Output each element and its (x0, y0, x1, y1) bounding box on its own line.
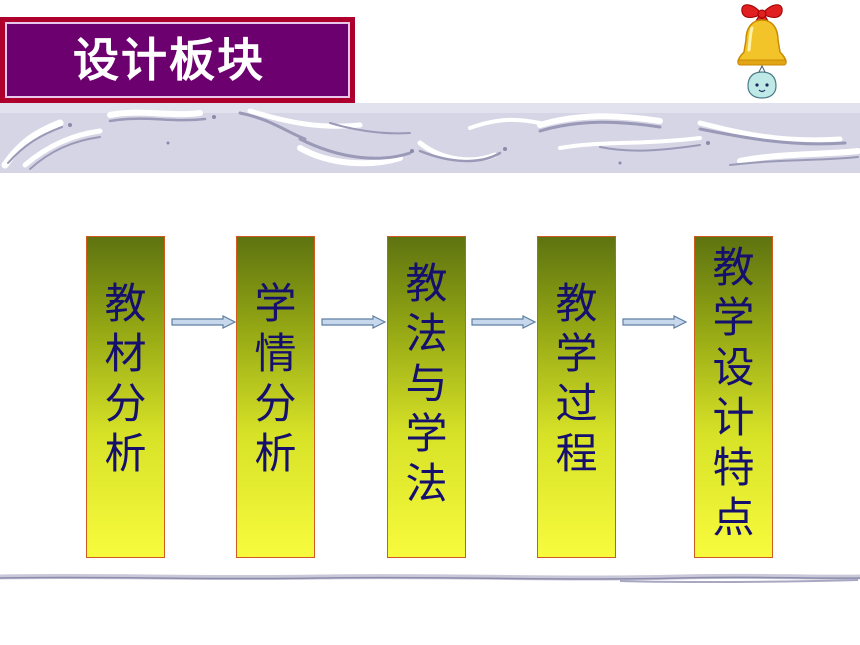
page-title: 设计板块 (73, 33, 265, 87)
flow-box-textbook-analysis: 教材分析 (86, 236, 165, 558)
title-box: 设计板块 (0, 17, 355, 103)
flow-box-char: 点 (712, 493, 755, 542)
flow-box-char: 过 (555, 379, 598, 428)
flow-box-label: 学情分析 (237, 279, 314, 479)
arrow-right-icon (471, 315, 537, 329)
flow-box-label: 教学过程 (538, 279, 615, 479)
flow-box-char: 法 (405, 459, 448, 508)
title-panel: 设计板块 (5, 22, 350, 98)
flow-box-char: 学 (555, 329, 598, 378)
flow-box-label: 教学设计特点 (695, 243, 772, 543)
ghost-icon (747, 64, 777, 99)
flow-box-char: 教 (405, 259, 448, 308)
flow-box-char: 计 (712, 393, 755, 442)
flow-box-char: 情 (254, 329, 297, 378)
flow-box-teaching-process: 教学过程 (537, 236, 616, 558)
flow-box-char: 分 (104, 379, 147, 428)
flow-box-char: 分 (254, 379, 297, 428)
flow-box-char: 材 (104, 329, 147, 378)
arrow-right-icon (321, 315, 387, 329)
flow-box-char: 学 (405, 409, 448, 458)
flow-box-design-features: 教学设计特点 (694, 236, 773, 558)
flow-box-char: 教 (104, 279, 147, 328)
flow-box-char: 学 (712, 293, 755, 342)
flow-box-char: 学 (254, 279, 297, 328)
flow-box-char: 教 (555, 279, 598, 328)
flow-box-label: 教材分析 (87, 279, 164, 479)
decorative-line (0, 573, 860, 584)
flow-box-char: 析 (104, 429, 147, 478)
decorative-band (0, 103, 860, 173)
flow-box-char: 特 (712, 443, 755, 492)
flow-box-char: 法 (405, 309, 448, 358)
flow-box-teaching-learning-methods: 教法与学法 (387, 236, 466, 558)
arrow-right-icon (622, 315, 688, 329)
flow-box-char: 与 (405, 359, 448, 408)
bell-icon (737, 4, 787, 99)
arrow-right-icon (171, 315, 237, 329)
flow-box-char: 析 (254, 429, 297, 478)
flow-box-char: 设 (712, 343, 755, 392)
flow-box-char: 教 (712, 243, 755, 292)
flow-box-char: 程 (555, 429, 598, 478)
flow-box-student-analysis: 学情分析 (236, 236, 315, 558)
flow-box-label: 教法与学法 (388, 259, 465, 509)
